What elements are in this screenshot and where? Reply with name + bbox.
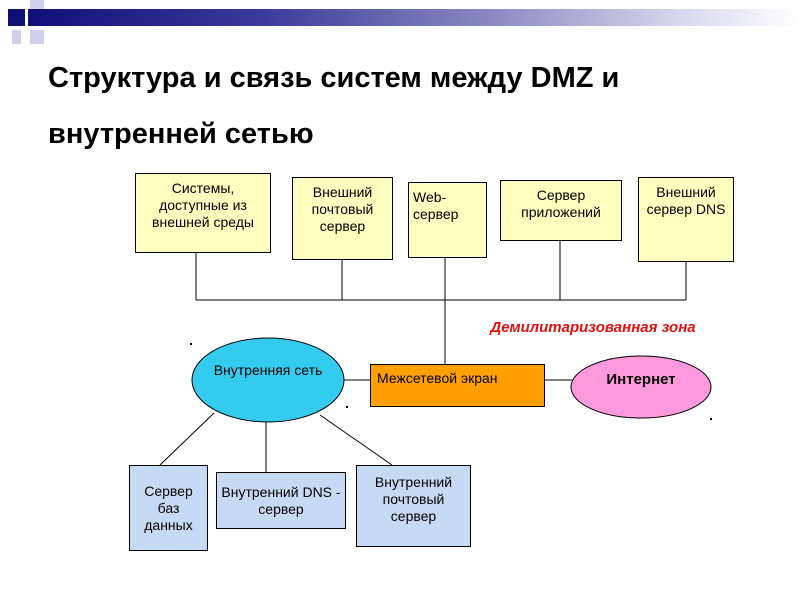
internet-ellipse: [570, 355, 712, 419]
dmz-box-external-systems: Системы, доступные из внешней среды: [135, 173, 271, 253]
internal-box-dns-server: Внутренний DNS - сервер: [216, 472, 346, 529]
internal-box-database-server: Сервер баз данных: [129, 465, 208, 551]
dmz-box-app-server: Сервер приложений: [500, 180, 622, 241]
dmz-box-external-mail-server: Внешний почтовый сервер: [292, 177, 393, 260]
lan-to-db-line: [159, 412, 215, 466]
dmz-zone-label: Демилитаризованная зона: [490, 319, 696, 336]
lan-to-mail-line: [319, 414, 393, 466]
internal-box-mail-server: Внутренний почтовый сервер: [356, 465, 471, 547]
slide-title: Структура и связь систем между DMZ и вну…: [48, 62, 620, 150]
header-gradient-bar: [28, 9, 800, 26]
stray-dot: [710, 418, 712, 420]
dmz-box-external-dns-server: Внешний сервер DNS: [638, 177, 734, 262]
internet-label: Интернет: [606, 371, 676, 388]
stray-dot: [346, 406, 348, 408]
internal-network-label: Внутренняя сеть: [213, 362, 323, 378]
connector-lines: [159, 241, 687, 472]
dmz-box-web-server: Web-сервер: [408, 182, 487, 258]
internal-network-ellipse: [191, 337, 345, 423]
firewall-box: Межсетевой экран: [370, 364, 545, 407]
stray-dot: [190, 343, 192, 345]
corner-squares-decoration: [0, 0, 60, 60]
